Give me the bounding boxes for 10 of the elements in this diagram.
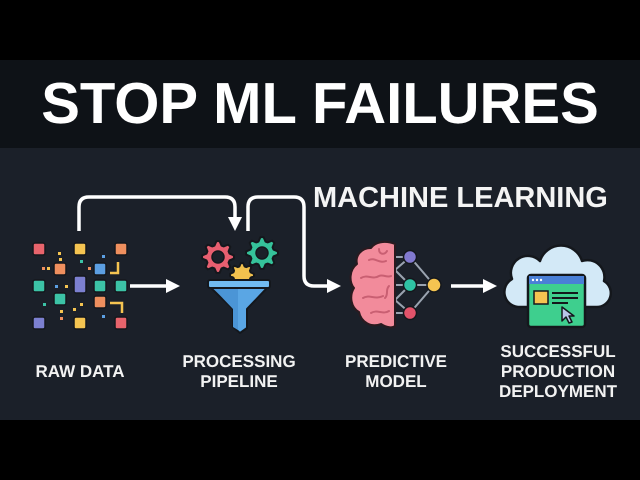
node-label: SUCCESSFUL PRODUCTION DEPLOYMENT (498, 342, 618, 402)
arrow (77, 195, 242, 231)
arrow (246, 195, 341, 293)
node-label: PROCESSING PIPELINE (181, 352, 297, 392)
node-label: RAW DATA (35, 362, 125, 382)
heading-label: MACHINE LEARNING (313, 184, 608, 213)
node-label: PREDICTIVE MODEL (344, 352, 448, 392)
arrow (130, 279, 180, 293)
title: STOP ML FAILURES (41, 75, 599, 133)
arrow (451, 279, 497, 293)
